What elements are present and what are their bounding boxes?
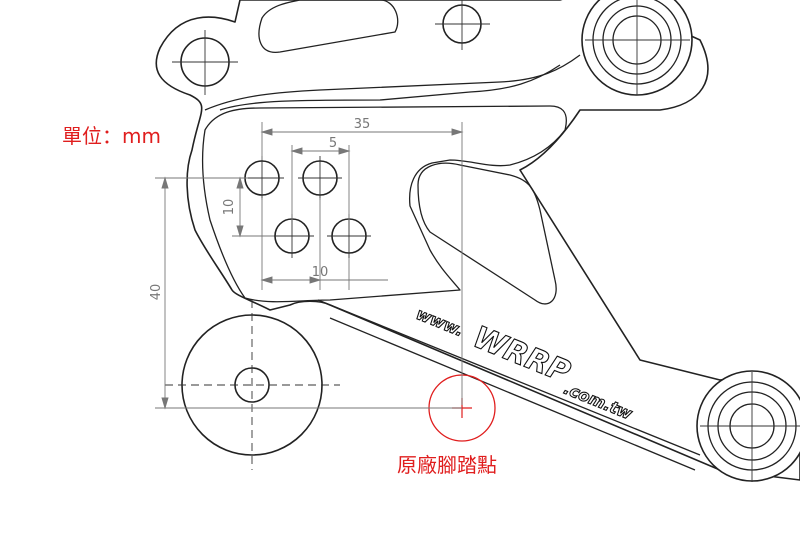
dim-5-label: 5 bbox=[329, 136, 337, 151]
arm-edge-top bbox=[317, 299, 701, 456]
pattern-hole-2 bbox=[298, 156, 342, 200]
top-middle-hole-group bbox=[435, 0, 490, 50]
oem-point-label: 原廠腳踏點 bbox=[397, 453, 497, 477]
pattern-hole-4 bbox=[327, 214, 371, 258]
inner-boundary bbox=[201, 105, 567, 303]
footpeg-boss bbox=[165, 300, 340, 470]
arm-edge-bottom bbox=[329, 317, 696, 471]
dim-10-horizontal-label: 10 bbox=[312, 265, 329, 280]
unit-label: 單位：mm bbox=[62, 124, 161, 148]
upper-rib-line bbox=[204, 54, 581, 111]
bottom-right-pivot bbox=[696, 370, 800, 482]
bracket-body bbox=[155, 0, 800, 481]
top-right-pivot bbox=[581, 0, 693, 96]
dim-10-vertical-label: 10 bbox=[222, 199, 237, 216]
dimension-lines bbox=[155, 122, 464, 410]
top-left-lug bbox=[172, 30, 238, 95]
pattern-hole-3 bbox=[270, 214, 314, 258]
dim-35-label: 35 bbox=[354, 117, 371, 132]
adjustment-hole-pattern bbox=[240, 156, 371, 258]
upper-rib-line-2 bbox=[219, 64, 561, 111]
right-cutout bbox=[417, 162, 557, 305]
top-cutout-slot bbox=[258, 0, 399, 53]
dim-40-label: 40 bbox=[149, 284, 164, 301]
